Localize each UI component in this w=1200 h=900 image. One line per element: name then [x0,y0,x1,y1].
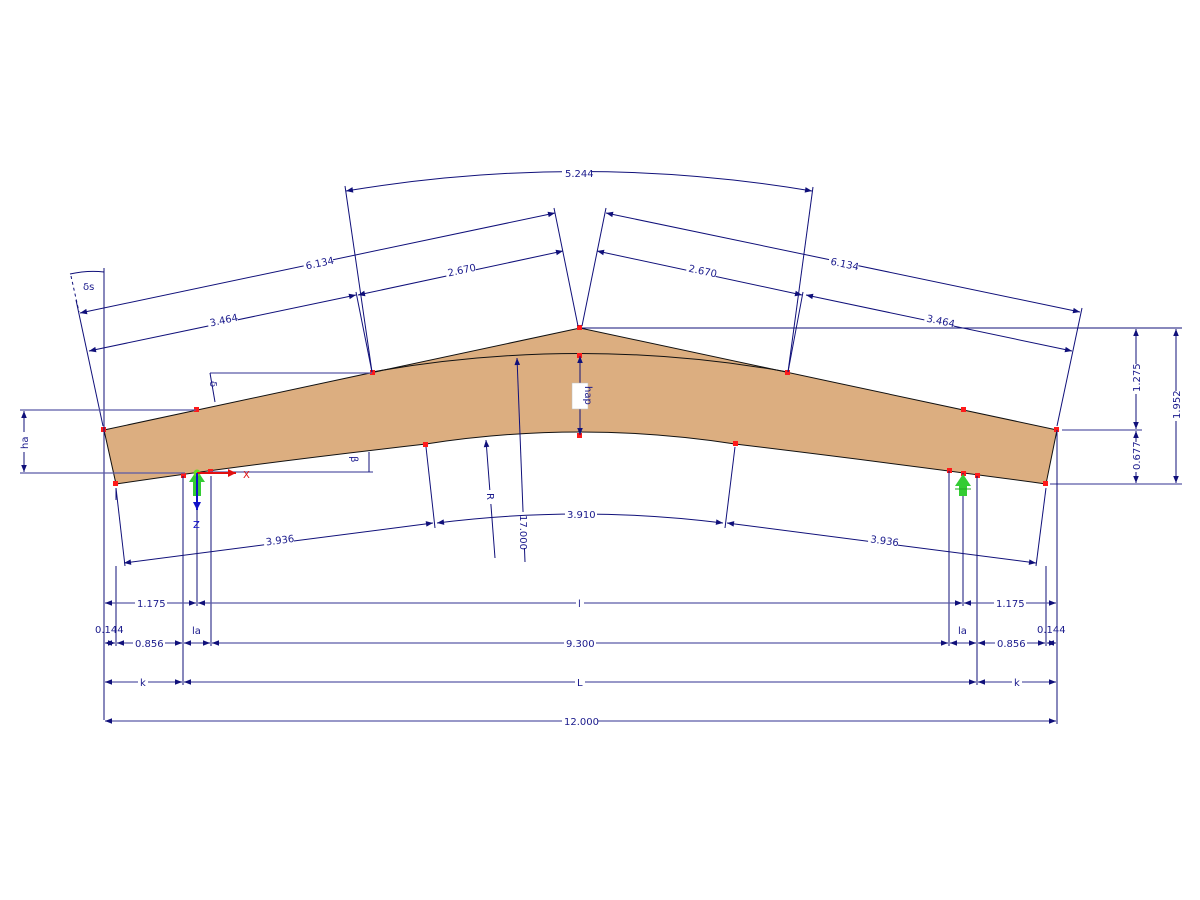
dim-row2-left-la: la [192,626,201,637]
dim-row1-left: 1.175 [137,599,166,610]
dim-left-rafter-total: 6.134 [305,256,335,273]
apex-height-dimension: hap [571,356,593,435]
node [194,407,199,412]
x-axis-label: X [243,470,250,481]
height-hap: hap [582,386,593,405]
node [113,481,118,486]
dim-right-upper: 1.275 [1132,363,1143,392]
dim-left-outer: 3.464 [209,313,239,330]
node [733,441,738,446]
dim-row4-total: 12.000 [564,717,599,728]
node [577,353,582,358]
dim-bottom-arc: 3.910 [567,510,596,521]
dim-right-rafter-total: 6.134 [829,257,859,274]
dim-row3-right: k [1014,678,1020,689]
dim-row2-left: 0.856 [135,639,164,650]
node [577,433,582,438]
dim-row2-left-edge: 0.144 [95,625,124,636]
node [423,442,428,447]
node [961,407,966,412]
radius-value: 17.000 [517,515,528,550]
dim-arc-span: 5.244 [565,169,594,180]
dim-right-inner: 2.670 [687,264,717,281]
dim-row3-middle: L [577,678,583,689]
node [975,473,980,478]
dim-bottom-right: 3.936 [870,534,900,549]
dim-bottom-left: 3.936 [265,534,295,549]
node [577,325,582,330]
dim-row3-left: k [140,678,146,689]
radius-dimension: R 17.000 [483,357,531,563]
height-ha: ha [20,437,31,449]
z-axis-label: Z [193,520,200,531]
bottom-chord-dimensions: 3.936 3.910 3.936 [115,446,1047,567]
dim-right-total: 1.952 [1172,390,1183,419]
node [947,468,952,473]
angle-delta-s: δs [83,282,94,293]
node [181,473,186,478]
node [1054,427,1059,432]
horizontal-dimensions: 1.175 l 1.175 0.144 0.856 la 9.300 la 0.… [95,566,1066,728]
right-support-icon [955,474,971,496]
dim-row2-right-la: la [958,626,967,637]
node [370,370,375,375]
angle-delta: δ [207,381,218,387]
left-height-dimension: ha [18,409,196,474]
supports: X Z [115,469,978,685]
dim-row1-right: 1.175 [996,599,1025,610]
dim-row2-middle: 9.300 [566,639,595,650]
dim-left-inner: 2.670 [447,263,477,280]
dim-row2-right-edge: 0.144 [1037,625,1066,636]
radius-label: R [484,493,495,500]
dim-row1-middle: l [578,599,581,610]
right-dimensions: 1.275 0.677 1.952 [1050,329,1183,724]
node [1043,481,1048,486]
node [785,370,790,375]
angle-beta: β [348,456,359,462]
dim-right-lower: 0.677 [1132,441,1143,470]
dim-row2-right: 0.856 [997,639,1026,650]
angle-marks: δ β [207,372,373,473]
